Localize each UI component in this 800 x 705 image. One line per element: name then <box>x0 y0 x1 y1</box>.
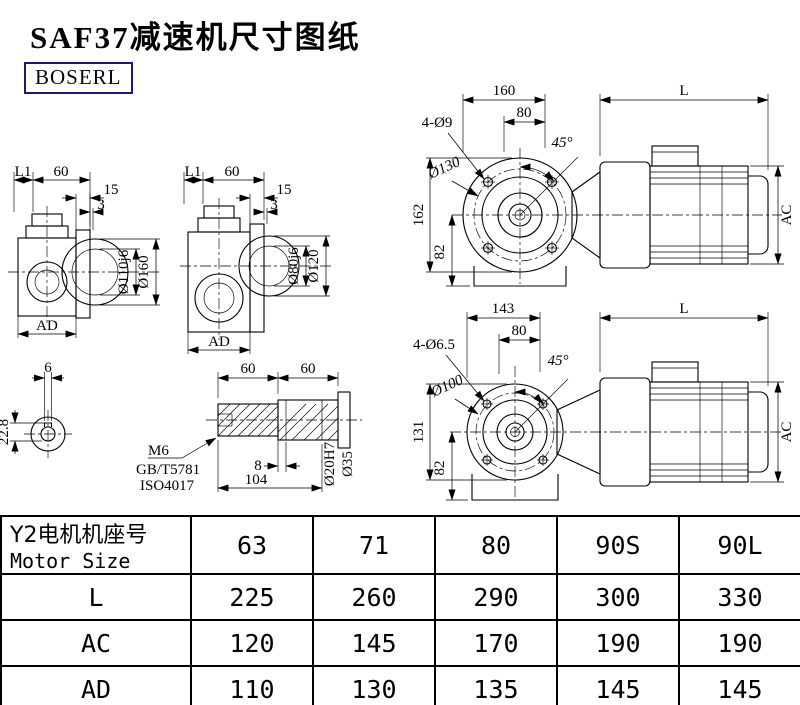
table-cell: 330 <box>678 573 800 621</box>
flange-view-b: L1 60 15 3 Ø80j6 Ø120 <box>180 164 334 354</box>
dim-b-l1: L1 <box>185 164 202 180</box>
assembly-top-view: 160 L 80 4-Ø9 45° Ø130 162 82 AC <box>411 83 795 287</box>
table-cell: 290 <box>434 573 558 621</box>
dim-top-L: L <box>679 83 688 99</box>
row-label: AD <box>0 665 192 705</box>
motor-size-label-cn: Y2电机机座号 <box>10 523 148 548</box>
motor-size-value: 90L <box>678 515 800 575</box>
dim-top-162: 162 <box>411 204 427 227</box>
table-cell: 145 <box>556 665 680 705</box>
dim-top-160: 160 <box>493 83 516 99</box>
motor-size-value: 71 <box>312 515 436 575</box>
shaft-end-view: 6 22.8 <box>0 360 72 458</box>
dim-mid-143: 143 <box>492 301 515 317</box>
dim-key-depth: 22.8 <box>0 419 12 445</box>
page-title: SAF37减速机尺寸图纸 <box>30 20 361 55</box>
row-label: AC <box>0 619 192 667</box>
motor-size-value: 80 <box>434 515 558 575</box>
dim-b-60: 60 <box>225 164 240 180</box>
dim-mid-80: 80 <box>512 323 527 339</box>
dim-shaft-60b: 60 <box>301 361 316 377</box>
dim-top-holes: 4-Ø9 <box>422 115 453 131</box>
dim-b-15: 15 <box>277 182 292 198</box>
dim-a-60: 60 <box>54 164 69 180</box>
table-cell: 120 <box>190 619 314 667</box>
dim-a-3: 3 <box>97 197 105 213</box>
dim-a-flange: Ø160 <box>136 255 152 288</box>
dim-a-bore: Ø110j6 <box>116 249 132 294</box>
dim-key-width: 6 <box>44 360 52 376</box>
motor-size-label-en: Motor Size <box>10 549 131 573</box>
motor-size-value: 63 <box>190 515 314 575</box>
table-cell: 260 <box>312 573 436 621</box>
dim-shaft-60a: 60 <box>241 361 256 377</box>
flange-view-a: L1 60 15 3 Ø110j6 Ø160 <box>8 164 160 338</box>
table-cell: 190 <box>678 619 800 667</box>
table-cell: 135 <box>434 665 558 705</box>
table-header-row: Y2电机机座号 Motor Size 63 71 80 90S 90L <box>0 515 800 575</box>
dim-a-ad: AD <box>36 318 58 334</box>
dim-b-3: 3 <box>270 197 278 213</box>
dim-mid-82: 82 <box>432 461 448 476</box>
label-std-gb: GB/T5781 <box>136 462 200 478</box>
dim-shaft-bore: Ø20H7 <box>322 441 338 486</box>
table-cell: 300 <box>556 573 680 621</box>
motor-size-header-cell: Y2电机机座号 Motor Size <box>0 515 192 575</box>
dim-b-flange: Ø120 <box>306 249 322 282</box>
boserl-logo: BOSERL <box>24 62 133 94</box>
dim-shaft-8: 8 <box>254 458 262 474</box>
dim-mid-boltcircle: Ø100 <box>428 372 466 401</box>
dim-a-l1: L1 <box>15 164 32 180</box>
dim-mid-AC: AC <box>779 422 795 443</box>
motor-size-value: 90S <box>556 515 680 575</box>
label-std-iso: ISO4017 <box>140 478 195 494</box>
dim-shaft-washer: Ø35 <box>340 451 356 477</box>
table-cell: 145 <box>312 619 436 667</box>
boserl-logo-text: BOSERL <box>35 65 122 89</box>
dim-mid-45deg: 45° <box>548 353 569 369</box>
dim-top-80: 80 <box>517 105 532 121</box>
table-cell: 225 <box>190 573 314 621</box>
table-cell: 190 <box>556 619 680 667</box>
shaft-detail-view: 60 60 M6 GB/T5781 ISO4017 8 104 Ø20H7 Ø3… <box>136 361 362 494</box>
dim-top-45deg: 45° <box>552 135 573 151</box>
dim-top-82: 82 <box>432 245 448 260</box>
dim-shaft-104: 104 <box>245 472 268 488</box>
label-thread-m6: M6 <box>148 443 169 459</box>
table-cell: 145 <box>678 665 800 705</box>
dim-b-ad: AD <box>208 334 230 350</box>
dim-mid-holes: 4-Ø6.5 <box>413 337 455 353</box>
table-row-AD: AD 110 130 135 145 145 <box>0 665 800 705</box>
table-row-L: L 225 260 290 300 330 <box>0 573 800 621</box>
table-cell: 130 <box>312 665 436 705</box>
row-label: L <box>0 573 192 621</box>
technical-drawing-canvas: L1 60 15 3 Ø110j6 Ø160 <box>0 83 795 501</box>
table-cell: 170 <box>434 619 558 667</box>
dim-top-AC: AC <box>779 205 795 226</box>
assembly-middle-view: 143 L 80 4-Ø6.5 45° Ø100 131 82 AC <box>411 301 795 501</box>
table-cell: 110 <box>190 665 314 705</box>
dimension-table: Y2电机机座号 Motor Size 63 71 80 90S 90L L 22… <box>0 515 800 705</box>
dim-mid-L: L <box>679 301 688 317</box>
dim-a-15: 15 <box>104 182 119 198</box>
table-row-AC: AC 120 145 170 190 190 <box>0 619 800 667</box>
dim-mid-131: 131 <box>411 421 427 444</box>
dim-b-bore: Ø80j6 <box>286 247 302 285</box>
